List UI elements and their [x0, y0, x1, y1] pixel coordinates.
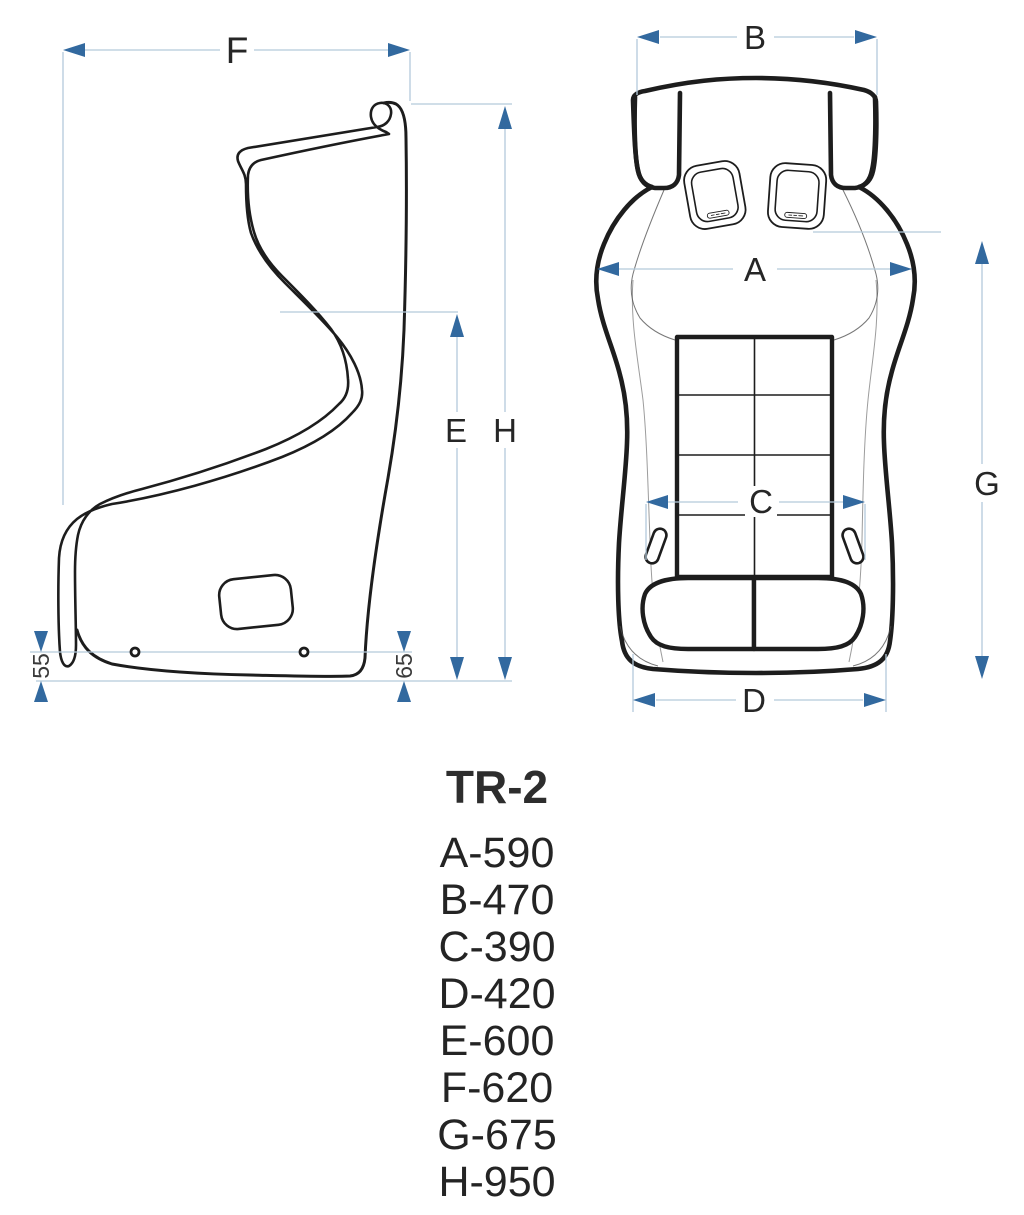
- label-h: H: [493, 412, 517, 449]
- dimension-d: D: [632, 654, 887, 719]
- belt-hole-right: [767, 162, 828, 230]
- side-seat-shell: [57, 101, 393, 668]
- arrow-up-icon: [397, 681, 411, 702]
- spec-row-g: G-675: [437, 1111, 557, 1159]
- spec-row-f: F-620: [440, 1064, 554, 1112]
- cushion-panel-left: [640, 575, 757, 652]
- arrow-right-icon: [855, 30, 877, 44]
- dimension-h: H: [411, 103, 517, 680]
- arrow-down-icon: [34, 631, 48, 652]
- dimension-g: G: [974, 241, 1000, 679]
- dimension-list: A-590 B-470 C-390 D-420 E-600 F-620 G-67…: [0, 830, 994, 1206]
- spec-row-b: B-470: [439, 876, 555, 924]
- arrow-up-icon: [450, 314, 464, 337]
- arrow-up-icon: [498, 106, 512, 129]
- mount-hole-rear: [298, 646, 310, 658]
- arrow-down-icon: [397, 631, 411, 652]
- model-name: TR-2: [445, 761, 549, 813]
- belt-hole-left: [683, 160, 747, 230]
- label-f: F: [226, 30, 249, 71]
- arrow-down-icon: [498, 657, 512, 680]
- spec-row-c: C-390: [438, 923, 556, 971]
- mount-hole-front: [129, 646, 141, 658]
- side-hand-hole: [217, 573, 295, 631]
- dimension-65: 65: [391, 631, 417, 702]
- dimension-a: A: [597, 251, 912, 288]
- lap-belt-slot-left: [644, 527, 668, 565]
- brand-mark: [784, 211, 808, 219]
- spec-block: TR-2 A-590 B-470 C-390 D-420 E-600 F-620…: [0, 760, 994, 1206]
- dimension-e: E: [280, 311, 467, 680]
- label-55: 55: [28, 653, 54, 679]
- spec-row-d: D-420: [438, 970, 556, 1018]
- label-d: D: [742, 682, 766, 719]
- arrow-right-icon: [843, 495, 865, 509]
- arrow-left-icon: [637, 30, 659, 44]
- dimension-c: C: [645, 483, 866, 560]
- label-g: G: [974, 465, 1000, 502]
- inner-contour-left-bottom: [619, 625, 659, 667]
- arrow-left-icon: [63, 43, 85, 57]
- dimension-b: B: [636, 19, 878, 95]
- label-65: 65: [391, 653, 417, 679]
- shoulder-pad-right: [827, 90, 878, 191]
- dimension-f: F: [62, 30, 411, 505]
- arrow-right-icon: [890, 262, 912, 276]
- front-view: B A C D G: [593, 19, 1000, 719]
- backrest-grid: [674, 334, 835, 580]
- arrow-left-icon: [597, 262, 619, 276]
- cushion-panel-right: [751, 575, 866, 652]
- spec-row-e: E-600: [439, 1017, 555, 1065]
- dimension-55: 55: [28, 631, 54, 702]
- label-e: E: [445, 412, 467, 449]
- side-seat-base-back-edge: [75, 100, 408, 678]
- spec-row-h: H-950: [438, 1158, 556, 1206]
- arrow-left-icon: [633, 693, 655, 707]
- inner-contour-right-upper: [833, 189, 879, 341]
- label-b: B: [744, 19, 766, 56]
- arrow-up-icon: [975, 241, 989, 264]
- inner-contour-left-upper: [630, 189, 676, 341]
- arrow-up-icon: [34, 681, 48, 702]
- arrow-left-icon: [646, 495, 668, 509]
- arrow-right-icon: [864, 693, 886, 707]
- label-c: C: [749, 483, 773, 520]
- brand-mark: [706, 209, 730, 219]
- arrow-right-icon: [388, 43, 410, 57]
- inner-contour-right-bottom: [852, 625, 892, 667]
- lap-belt-slot-right: [841, 527, 865, 565]
- side-view: F H E 55 65: [28, 30, 517, 702]
- spec-row-a: A-590: [439, 829, 555, 877]
- arrow-down-icon: [975, 656, 989, 679]
- arrow-down-icon: [450, 657, 464, 680]
- seat-technical-drawing: F H E 55 65: [28, 19, 1000, 719]
- label-a: A: [744, 251, 766, 288]
- shoulder-pad-left: [632, 90, 683, 191]
- label-c-backplate: [745, 486, 777, 517]
